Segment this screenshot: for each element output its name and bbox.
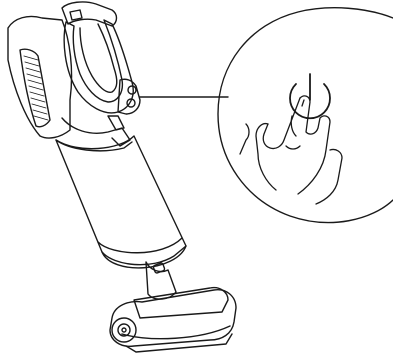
control-panel	[118, 79, 140, 114]
neck	[62, 118, 130, 146]
power-callout	[218, 8, 393, 223]
power-button	[128, 86, 136, 94]
handle	[64, 20, 133, 113]
dust-bin	[56, 136, 186, 265]
wheel-outer	[112, 318, 136, 342]
power-icon	[290, 74, 330, 118]
vacuum-cleaner	[8, 2, 236, 352]
trigger	[108, 116, 124, 130]
pointing-hand-icon	[240, 96, 342, 204]
cap-clip	[70, 10, 82, 20]
dust-bin-ring	[98, 238, 182, 253]
handle-inner	[80, 24, 117, 92]
brush-front-edge	[122, 326, 230, 339]
wheel-hub	[122, 328, 126, 332]
callout-circle	[218, 8, 393, 223]
